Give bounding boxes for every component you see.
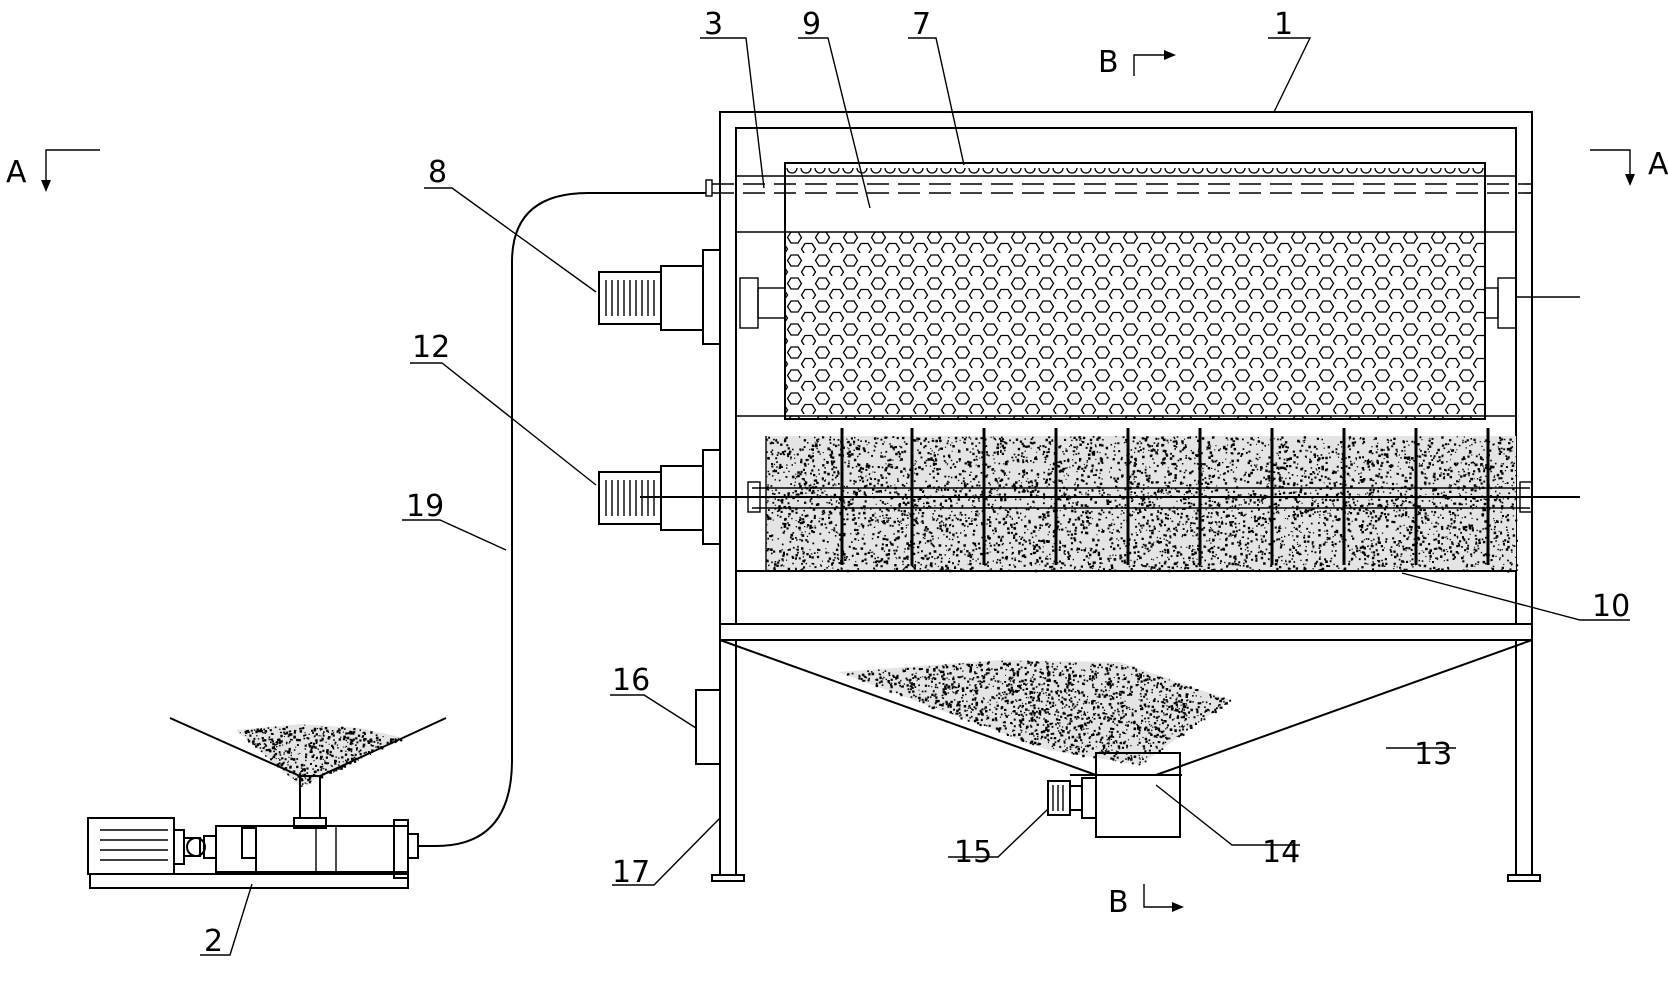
drum-motor (598, 249, 721, 345)
label-16: 16 (612, 663, 650, 698)
discharge-unit (1047, 752, 1181, 838)
label-2: 2 (204, 924, 223, 959)
collection-hopper (719, 639, 1533, 776)
speckle-dots (766, 436, 1519, 573)
drum-screen (705, 162, 1580, 420)
label-14: 14 (1262, 835, 1300, 870)
label-1: 1 (1274, 7, 1293, 42)
svg-text:B: B (1098, 45, 1119, 80)
label-3: 3 (704, 7, 723, 42)
settling-tank (640, 428, 1580, 573)
leader-lines (200, 37, 1630, 956)
label-12: 12 (412, 330, 450, 365)
svg-text:A: A (6, 155, 27, 190)
speckle-dots (846, 660, 1232, 766)
svg-text:A: A (1648, 147, 1668, 182)
svg-text:B: B (1108, 885, 1129, 920)
speckle-dots (239, 724, 403, 787)
tank-sediment-texture (766, 436, 1519, 573)
section-mark-a-left: A (6, 149, 100, 192)
section-mark-b-top: B (1098, 45, 1176, 80)
label-17: 17 (612, 855, 650, 890)
label-13: 13 (1414, 737, 1452, 772)
feed-pump-assembly (87, 717, 447, 889)
label-19: 19 (406, 489, 444, 524)
control-box (695, 689, 721, 765)
section-mark-a-right: A (1590, 147, 1668, 186)
feed-material-texture (239, 724, 403, 787)
feed-pipe (418, 192, 706, 847)
label-7: 7 (912, 7, 931, 42)
label-15: 15 (954, 835, 992, 870)
label-10: 10 (1592, 589, 1630, 624)
hopper-sediment-texture (846, 660, 1232, 766)
stirrer-motor (598, 449, 721, 545)
main-frame (711, 111, 1541, 882)
label-9: 9 (802, 7, 821, 42)
label-8: 8 (428, 155, 447, 190)
section-mark-b-bottom: B (1108, 884, 1184, 920)
